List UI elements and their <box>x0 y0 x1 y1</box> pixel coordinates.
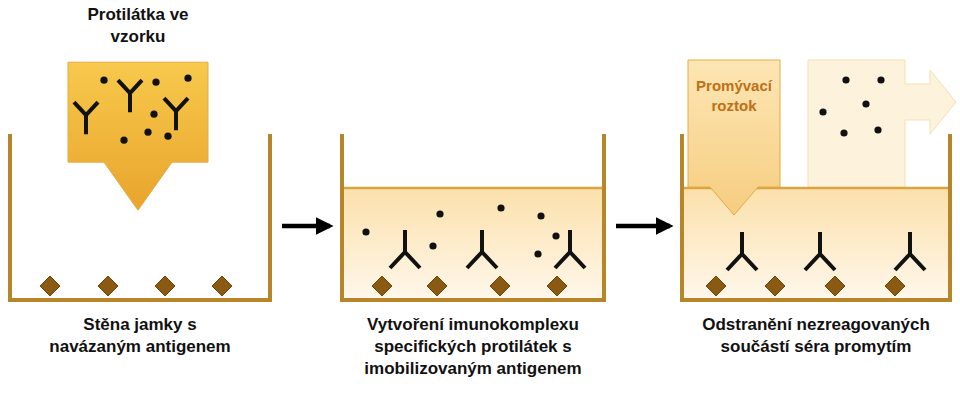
serum-particle <box>100 77 107 84</box>
serum-particle <box>552 232 559 239</box>
serum-particle <box>144 129 151 136</box>
antigen-diamond <box>372 276 392 296</box>
serum-particle <box>436 210 443 217</box>
antibody <box>727 232 757 270</box>
step-arrow <box>616 224 670 229</box>
antibody <box>390 230 420 268</box>
antigen-diamond <box>98 276 118 296</box>
antigen-diamond <box>155 276 175 296</box>
step-arrow <box>282 224 330 229</box>
antibody <box>74 102 98 134</box>
serum-particle <box>534 250 541 257</box>
antigen-diamond <box>547 276 567 296</box>
serum-particle <box>842 76 849 83</box>
antigen-diamond <box>490 276 510 296</box>
serum-particle <box>862 100 869 107</box>
serum-particle <box>362 228 369 235</box>
sample-arrow: Protilátka ve vzorku <box>64 4 212 210</box>
antigen-diamond <box>40 276 60 296</box>
serum-particle <box>497 204 504 211</box>
liquid <box>684 188 948 298</box>
waste-outflow <box>808 60 956 190</box>
serum-particle <box>819 108 826 115</box>
antigen-diamond <box>825 276 845 296</box>
serum-particle <box>877 76 884 83</box>
wash-arrow: Promývací roztok <box>688 60 780 215</box>
serum-particle <box>874 126 881 133</box>
antigen-diamond <box>212 276 232 296</box>
well: Stěna jamky s navázaným antigenem <box>8 134 272 302</box>
antigen-diamond <box>706 276 726 296</box>
serum-particle <box>152 79 159 86</box>
serum-particle <box>537 212 544 219</box>
wash-shape <box>688 60 780 215</box>
antibody <box>895 232 925 270</box>
serum-particle <box>840 129 847 136</box>
serum-particle <box>429 242 436 249</box>
antibody <box>805 232 835 270</box>
antibody <box>118 80 142 112</box>
antigen-diamond <box>885 276 905 296</box>
sample-label: Protilátka ve vzorku <box>82 4 194 48</box>
serum-particle <box>150 111 157 118</box>
sample-shape <box>68 62 208 210</box>
step-caption: Stěna jamky s navázaným antigenem <box>38 314 243 358</box>
step-caption: Vytvoření imunokomplexu specifických pro… <box>342 314 604 380</box>
liquid <box>344 188 602 298</box>
antigen-diamond <box>765 276 785 296</box>
serum-particle <box>184 75 191 82</box>
liquid-surface <box>344 187 602 190</box>
step-caption: Odstranění nezreagovaných součástí séra … <box>685 314 947 358</box>
wash-label: Promývací roztok <box>688 60 780 115</box>
antigen-diamond <box>427 276 447 296</box>
serum-particle <box>120 137 127 144</box>
well: Vytvoření imunokomplexu specifických pro… <box>340 134 606 302</box>
antibody <box>467 230 497 268</box>
antibody <box>164 98 188 130</box>
